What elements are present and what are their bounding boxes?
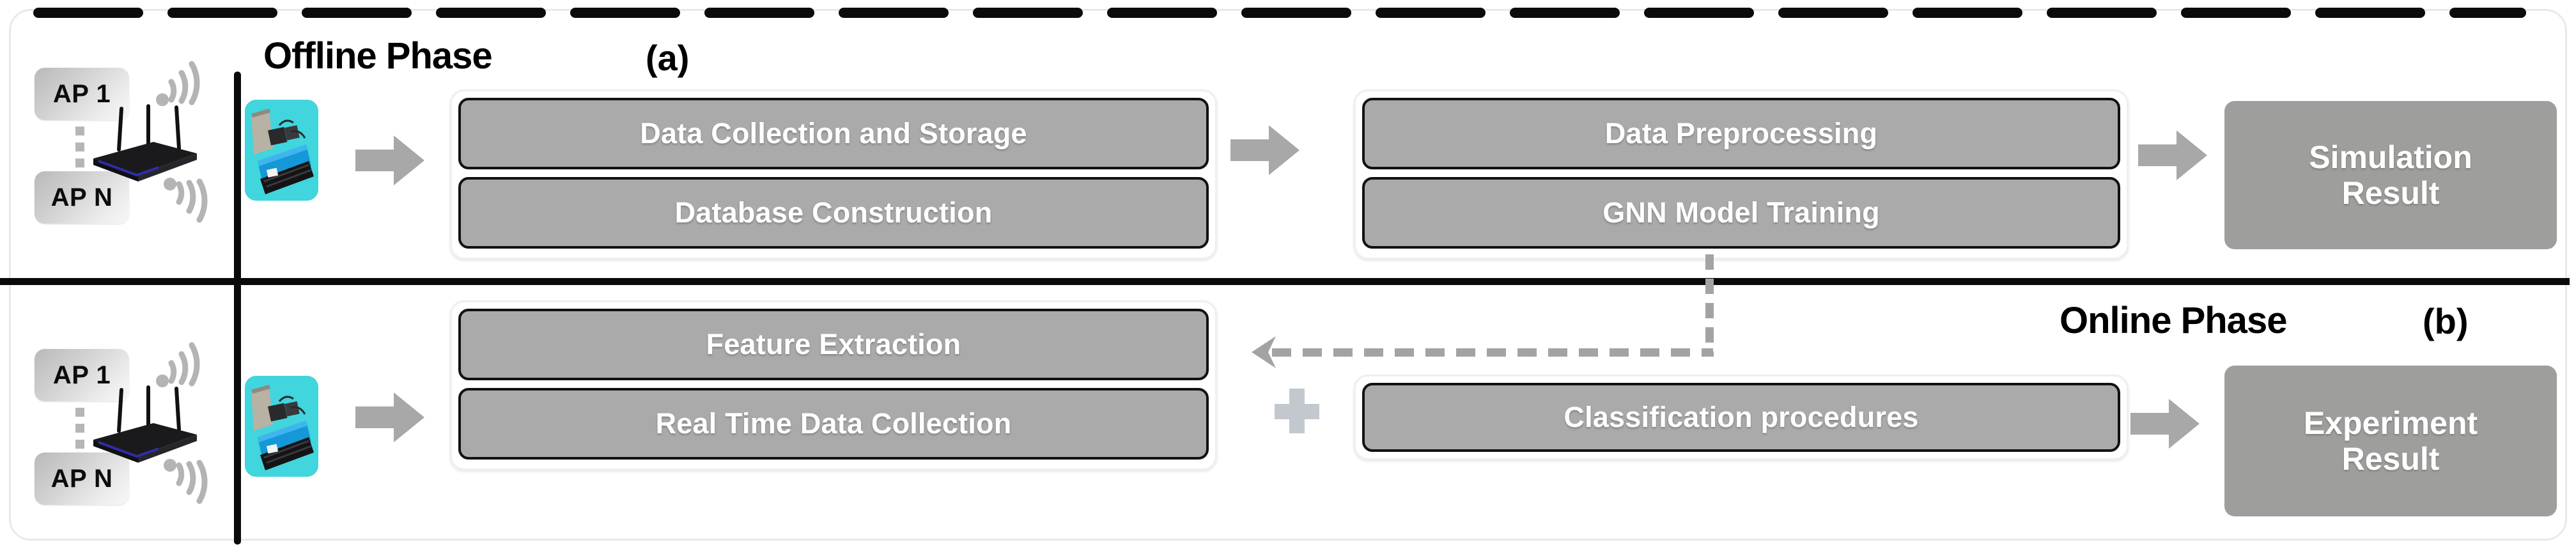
- tracked-robot-icon: [245, 376, 318, 477]
- arrow-right-icon: [1230, 123, 1301, 178]
- process-pill-gnn-model-training[interactable]: GNN Model Training: [1362, 177, 2120, 249]
- experiment-result-block: Experiment Result: [2224, 366, 2557, 516]
- outer-frame: [9, 9, 2567, 541]
- online-phase-label: Online Phase: [2060, 300, 2287, 341]
- experiment-result-line2: Result: [2341, 441, 2440, 477]
- process-pill-data-collection[interactable]: Data Collection and Storage: [458, 98, 1209, 169]
- arrow-right-icon: [2138, 128, 2208, 183]
- process-pill-feature-extraction[interactable]: Feature Extraction: [458, 309, 1209, 380]
- arrow-right-icon: [2130, 396, 2201, 451]
- process-pill-database-construction[interactable]: Database Construction: [458, 177, 1209, 249]
- simulation-result-block: Simulation Result: [2224, 101, 2557, 249]
- vertical-dots-icon: [75, 127, 84, 167]
- ap-chip-first: AP 1: [35, 68, 129, 120]
- offline-phase-label: Offline Phase: [263, 35, 493, 77]
- ap-chip-last: AP N: [35, 452, 129, 505]
- wifi-signal-icon: [152, 60, 216, 114]
- arrow-right-icon: [355, 390, 426, 445]
- feedback-connector-horizontal: [1272, 348, 1713, 357]
- ap-cluster-offline: AP 1 AP N: [13, 43, 224, 235]
- top-dashed-boundary: [33, 8, 2545, 18]
- process-pill-real-time-data-collection[interactable]: Real Time Data Collection: [458, 388, 1209, 460]
- process-pill-data-preprocessing[interactable]: Data Preprocessing: [1362, 98, 2120, 169]
- ap-chip-last: AP N: [35, 171, 129, 224]
- simulation-result-line2: Result: [2341, 175, 2440, 211]
- wifi-signal-icon: [152, 341, 216, 395]
- tracked-robot-icon: [245, 100, 318, 201]
- wifi-router-icon: [82, 381, 203, 470]
- wifi-router-icon: [82, 100, 203, 189]
- ap-chip-last-label: AP N: [50, 183, 113, 212]
- feedback-connector-vertical: [1705, 254, 1714, 357]
- offline-phase-tag: (a): [646, 38, 690, 78]
- plus-icon: [1275, 389, 1319, 433]
- vertical-dots-icon: [75, 408, 84, 449]
- experiment-result-line1: Experiment: [2303, 405, 2478, 441]
- online-phase-tag: (b): [2423, 301, 2469, 341]
- wifi-signal-icon: [160, 170, 224, 224]
- phase-separator-vertical: [234, 72, 241, 545]
- ap-chip-last-label: AP N: [50, 464, 113, 493]
- arrow-right-icon: [355, 133, 426, 188]
- wifi-signal-icon: [160, 451, 224, 505]
- ap-chip-first-label: AP 1: [52, 360, 111, 389]
- online-stage-one-group: Feature Extraction Real Time Data Collec…: [450, 300, 1217, 470]
- arrow-left-icon: [1245, 334, 1277, 371]
- offline-stage-two-group: Data Preprocessing GNN Model Training: [1354, 89, 2129, 259]
- ap-cluster-online: AP 1 AP N: [13, 325, 224, 516]
- phase-separator-horizontal: [0, 278, 2570, 285]
- simulation-result-line1: Simulation: [2309, 139, 2472, 175]
- offline-stage-one-group: Data Collection and Storage Database Con…: [450, 89, 1217, 259]
- process-pill-classification-procedures[interactable]: Classification procedures: [1362, 383, 2120, 452]
- ap-chip-first: AP 1: [35, 349, 129, 401]
- ap-chip-first-label: AP 1: [52, 79, 111, 108]
- online-stage-two-group: Classification procedures: [1354, 375, 2129, 460]
